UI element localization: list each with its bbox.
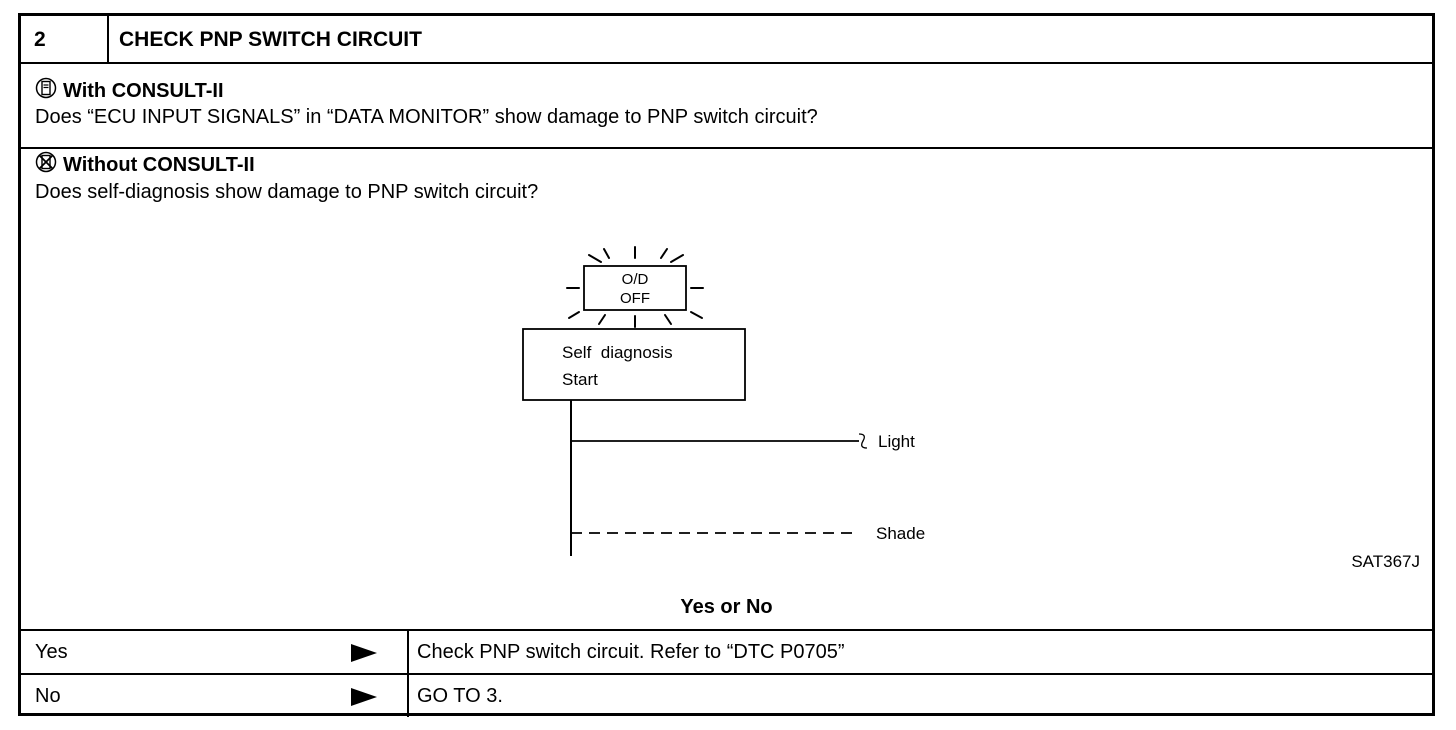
od-off-lamp: O/D OFF: [583, 265, 687, 311]
answer-action: Check PNP switch circuit. Refer to “DTC …: [417, 641, 845, 663]
with-consult-section: With CONSULT-II Does “ECU INPUT SIGNALS”…: [21, 64, 1432, 149]
diagnostic-step-table: 2 CHECK PNP SWITCH CIRCUIT With CONSULT-…: [18, 13, 1435, 717]
self-diagnosis-start-box: Self diagnosis Start: [522, 328, 746, 401]
flash-rays: [566, 246, 704, 328]
with-consult-question: Does “ECU INPUT SIGNALS” in “DATA MONITO…: [35, 106, 818, 128]
no-consult-tool-icon: [35, 151, 57, 173]
answer-row-no: No GO TO 3.: [21, 673, 1432, 717]
without-consult-heading-row: Without CONSULT-II: [35, 151, 255, 177]
figure-id: SAT367J: [1351, 552, 1420, 571]
answer-action-cell: GO TO 3.: [407, 675, 503, 717]
right-arrow-icon: [351, 644, 377, 662]
answer-label: Yes: [35, 641, 68, 663]
step-number: 2: [34, 28, 46, 51]
box-line2-text: Start: [562, 370, 598, 389]
yes-or-no-prompt: Yes or No: [680, 596, 773, 618]
self-diagnosis-figure: O/D OFF Self diagnosis Start Light: [522, 246, 925, 556]
without-consult-heading: Without CONSULT-II: [63, 154, 255, 176]
right-arrow-icon: [351, 688, 377, 706]
lamp-line2-text: OFF: [620, 290, 650, 307]
light-line-end-mark: [858, 433, 868, 449]
step-header: 2 CHECK PNP SWITCH CIRCUIT: [21, 16, 1432, 64]
answer-label: No: [35, 685, 61, 707]
light-label: Light: [878, 432, 915, 451]
answer-action-cell: Check PNP switch circuit. Refer to “DTC …: [407, 631, 845, 673]
consult-tool-icon: [35, 77, 57, 99]
with-consult-heading: With CONSULT-II: [63, 80, 224, 102]
box-line1-text: Self diagnosis: [562, 343, 673, 362]
without-consult-question: Does self-diagnosis show damage to PNP s…: [35, 181, 539, 203]
shade-label: Shade: [876, 524, 925, 543]
step-title: CHECK PNP SWITCH CIRCUIT: [119, 28, 422, 51]
lamp-line1-text: O/D: [622, 271, 649, 288]
answer-row-yes: Yes Check PNP switch circuit. Refer to “…: [21, 629, 1432, 673]
step-number-cell: 2: [21, 16, 109, 62]
answer-action: GO TO 3.: [417, 685, 503, 707]
